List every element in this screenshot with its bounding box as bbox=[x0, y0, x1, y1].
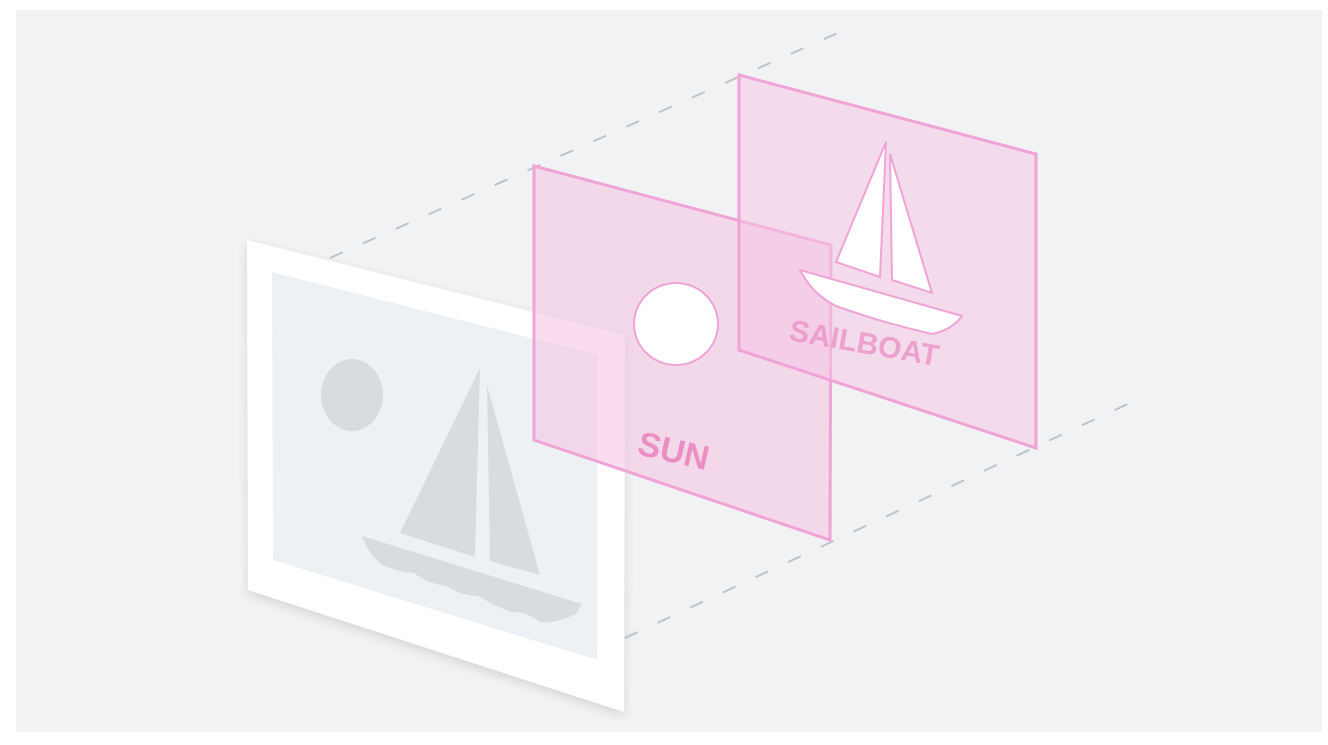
sun-icon bbox=[321, 359, 383, 431]
sun-icon bbox=[634, 283, 718, 365]
